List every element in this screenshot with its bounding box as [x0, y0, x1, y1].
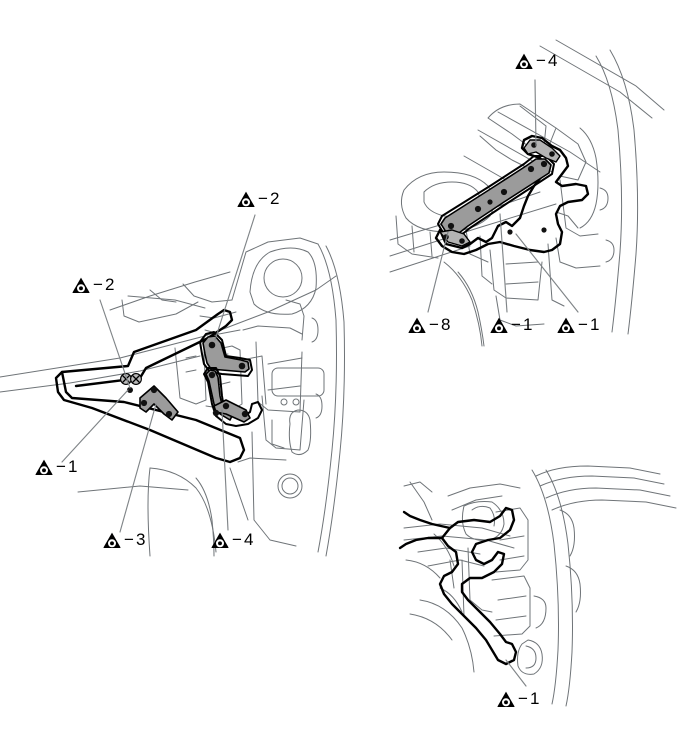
br-leader-lines: [505, 659, 527, 687]
triangle-eye-icon: [490, 317, 508, 333]
callout-dash: −: [56, 457, 66, 476]
left-main-member-outline: [54, 308, 246, 464]
callout-top-right-1a[interactable]: − 1: [490, 316, 532, 333]
callout-number: 4: [547, 51, 558, 70]
callout-dash: −: [258, 189, 268, 208]
callout-top-right-8[interactable]: − 8: [408, 316, 450, 333]
callout-number: 1: [589, 315, 600, 334]
callout-number: 8: [440, 315, 451, 334]
br-body-thin-lines: [403, 465, 677, 707]
callout-top-right-4[interactable]: − 4: [515, 52, 557, 69]
tr-bracket-long: [437, 155, 555, 237]
left-leader-lines: [61, 214, 256, 533]
left-bracket-lower-right: [203, 367, 263, 427]
figure-left-graphic: [0, 214, 345, 557]
figure-top-right-graphic: [389, 39, 665, 347]
callout-dash: −: [124, 530, 134, 549]
callout-number: 1: [67, 457, 78, 476]
callout-left-4[interactable]: − 4: [211, 531, 253, 548]
triangle-eye-icon: [557, 317, 575, 333]
triangle-eye-icon: [497, 691, 515, 707]
callout-left-3[interactable]: − 3: [103, 531, 145, 548]
triangle-eye-icon: [408, 317, 426, 333]
tr-module-outline: [434, 134, 590, 256]
callout-dash: −: [578, 315, 588, 334]
triangle-eye-icon: [72, 277, 90, 293]
callout-left-2-lower[interactable]: − 2: [237, 190, 279, 207]
callout-dash: −: [93, 275, 103, 294]
callout-number: 2: [104, 275, 115, 294]
callout-left-2-upper[interactable]: − 2: [72, 276, 114, 293]
callout-dash: −: [536, 51, 546, 70]
br-routing-outline: [398, 506, 518, 666]
callout-number: 1: [529, 689, 540, 708]
triangle-eye-icon: [211, 532, 229, 548]
callout-number: 4: [243, 530, 254, 549]
callout-number: 2: [269, 189, 280, 208]
left-bolt-callout1: [127, 387, 133, 393]
callout-dash: −: [429, 315, 439, 334]
left-weld-marks: [120, 373, 142, 385]
left-body-thin-lines: [0, 237, 345, 557]
triangle-eye-icon: [35, 459, 53, 475]
tr-leader-lines: [427, 79, 579, 313]
triangle-eye-icon: [103, 532, 121, 548]
callout-number: 1: [522, 315, 533, 334]
callout-number: 3: [135, 530, 146, 549]
callout-dash: −: [232, 530, 242, 549]
callout-dash: −: [511, 315, 521, 334]
tr-clip-bolts: [487, 199, 547, 235]
callout-left-1[interactable]: − 1: [35, 458, 77, 475]
callout-dash: −: [518, 689, 528, 708]
figure-bottom-right-graphic: [398, 465, 677, 707]
callout-top-right-1b[interactable]: − 1: [557, 316, 599, 333]
left-bracket-chevron: [139, 385, 179, 421]
callout-bottom-right-1[interactable]: − 1: [497, 690, 539, 707]
tr-body-thin-lines: [389, 39, 665, 347]
triangle-eye-icon: [515, 53, 533, 69]
triangle-eye-icon: [237, 191, 255, 207]
